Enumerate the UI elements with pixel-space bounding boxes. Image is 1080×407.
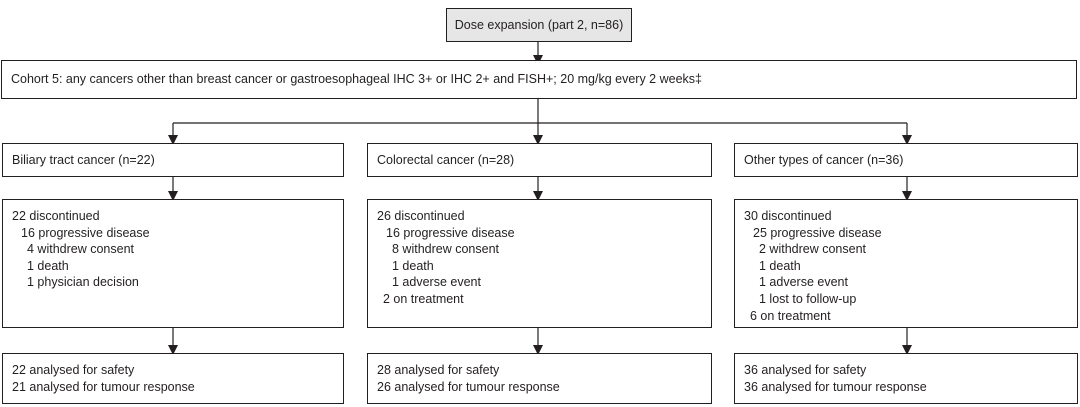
colorectal-title-box: Colorectal cancer (n=28) bbox=[367, 143, 712, 177]
colorectal-reason-death: 1 death bbox=[392, 258, 434, 273]
other-analysed-safety: 36 analysed for safety bbox=[744, 363, 867, 377]
other-reason-death: 1 death bbox=[759, 258, 801, 273]
other-analysed-box: 36 analysed for safety 36 analysed for t… bbox=[734, 353, 1078, 404]
colorectal-reason-progressive: 16 progressive disease bbox=[386, 225, 515, 240]
colorectal-reason-adverse: 1 adverse event bbox=[392, 275, 481, 290]
colorectal-analysed-box: 28 analysed for safety 26 analysed for t… bbox=[367, 353, 712, 404]
dose-expansion-box: Dose expansion (part 2, n=86) bbox=[446, 8, 632, 42]
biliary-analysed-safety: 22 analysed for safety bbox=[12, 363, 135, 377]
colorectal-discontinued: 26 discontinued bbox=[377, 209, 465, 223]
biliary-reason-death: 1 death bbox=[27, 258, 69, 273]
other-reason-progressive: 25 progressive disease bbox=[753, 225, 882, 240]
biliary-analysed-box: 22 analysed for safety 21 analysed for t… bbox=[2, 353, 344, 404]
colorectal-on-treatment: 2 on treatment bbox=[383, 291, 464, 306]
biliary-discontinued-box: 22 discontinued 16 progressive disease 4… bbox=[2, 199, 344, 328]
other-reason-lost: 1 lost to follow-up bbox=[759, 291, 857, 306]
dose-expansion-label: Dose expansion (part 2, n=86) bbox=[454, 18, 624, 32]
biliary-analysed-response: 21 analysed for tumour response bbox=[12, 379, 195, 394]
colorectal-title: Colorectal cancer (n=28) bbox=[377, 153, 515, 167]
biliary-title-box: Biliary tract cancer (n=22) bbox=[2, 143, 344, 177]
biliary-title: Biliary tract cancer (n=22) bbox=[12, 153, 155, 167]
biliary-reason-progressive: 16 progressive disease bbox=[21, 225, 150, 240]
other-reason-withdrew: 2 withdrew consent bbox=[759, 242, 867, 257]
other-discontinued-box: 30 discontinued 25 progressive disease 2… bbox=[734, 199, 1078, 328]
biliary-reason-physician: 1 physician decision bbox=[27, 275, 139, 290]
other-analysed-response: 36 analysed for tumour response bbox=[744, 379, 927, 394]
other-reason-adverse: 1 adverse event bbox=[759, 275, 848, 290]
other-discontinued: 30 discontinued bbox=[744, 209, 832, 223]
colorectal-analysed-response: 26 analysed for tumour response bbox=[377, 379, 560, 394]
colorectal-discontinued-box: 26 discontinued 16 progressive disease 8… bbox=[367, 199, 712, 328]
biliary-reason-withdrew: 4 withdrew consent bbox=[27, 242, 135, 257]
colorectal-reason-withdrew: 8 withdrew consent bbox=[392, 242, 500, 257]
biliary-discontinued: 22 discontinued bbox=[12, 209, 100, 223]
colorectal-analysed-safety: 28 analysed for safety bbox=[377, 363, 500, 377]
other-title: Other types of cancer (n=36) bbox=[744, 153, 904, 167]
other-on-treatment: 6 on treatment bbox=[750, 308, 831, 323]
cohort-label: Cohort 5: any cancers other than breast … bbox=[11, 72, 702, 86]
cohort-box: Cohort 5: any cancers other than breast … bbox=[1, 60, 1077, 99]
other-title-box: Other types of cancer (n=36) bbox=[734, 143, 1078, 177]
